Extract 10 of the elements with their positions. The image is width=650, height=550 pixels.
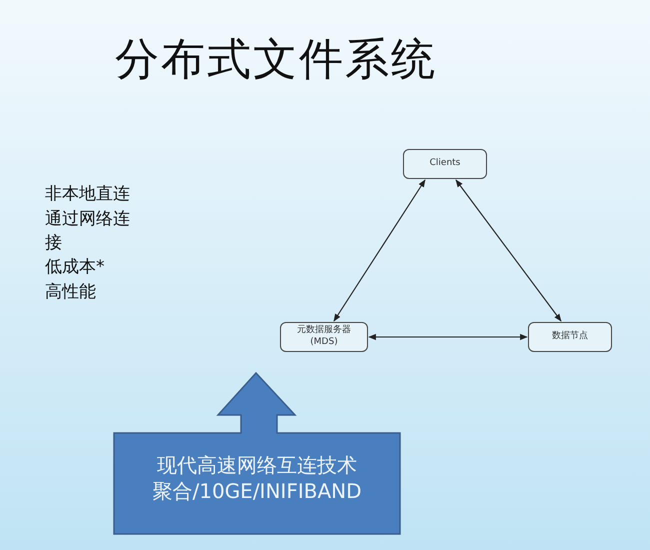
arrow	[368, 334, 528, 340]
arrow	[334, 179, 426, 322]
arrow	[456, 179, 562, 322]
process-box: 数据节点	[528, 322, 612, 352]
title: 分布式文件系统	[115, 33, 437, 87]
note-text: 非本地直连通过网络连接	[45, 183, 131, 256]
process-box: 元数据服务器 (MDS)	[280, 322, 368, 352]
up-arrow-box: 现代高速网络互连技术聚合/10GE/INIFIBAND	[113, 372, 401, 535]
note-text: 低成本*高性能	[45, 256, 106, 304]
process-box: Clients	[403, 149, 487, 179]
